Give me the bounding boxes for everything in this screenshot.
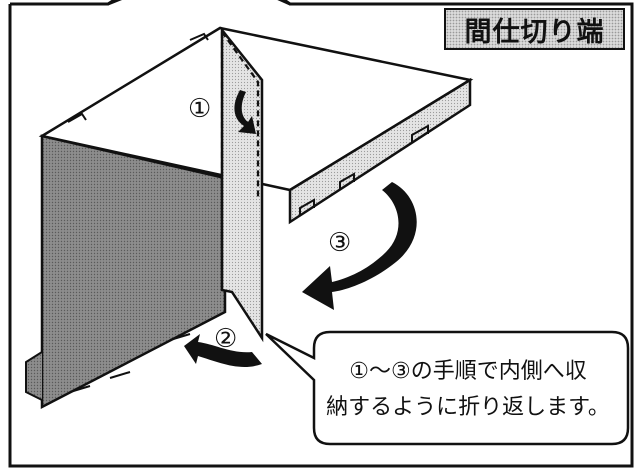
step-3-label: ③: [328, 228, 352, 258]
callout-line-2: 納するように折り返します。: [326, 395, 610, 420]
bottom-tab-marks: [69, 333, 191, 393]
edge-notches: [299, 124, 429, 216]
callout-line-1: ①～③の手順で内側へ収: [349, 359, 587, 384]
lower-left-tab: [25, 351, 43, 401]
fold-dashed-lines: [220, 31, 260, 292]
step2-arrow: [184, 334, 262, 367]
center-fold-panel: [220, 26, 264, 343]
callout-text: ①～③の手順で内側へ収 納するように折り返します。: [318, 354, 618, 426]
top-board-slots: [67, 32, 209, 123]
title-label: 間仕切り端: [444, 8, 625, 50]
top-board-edge: [288, 77, 472, 225]
step-2-label: ②: [214, 324, 238, 354]
frame-notch: [107, 0, 291, 6]
step1-arrow: [234, 90, 256, 134]
left-side-panel: [40, 134, 227, 410]
step-1-label: ①: [188, 94, 212, 124]
callout-bubble: [265, 330, 630, 446]
step3-arrow: [302, 182, 417, 310]
